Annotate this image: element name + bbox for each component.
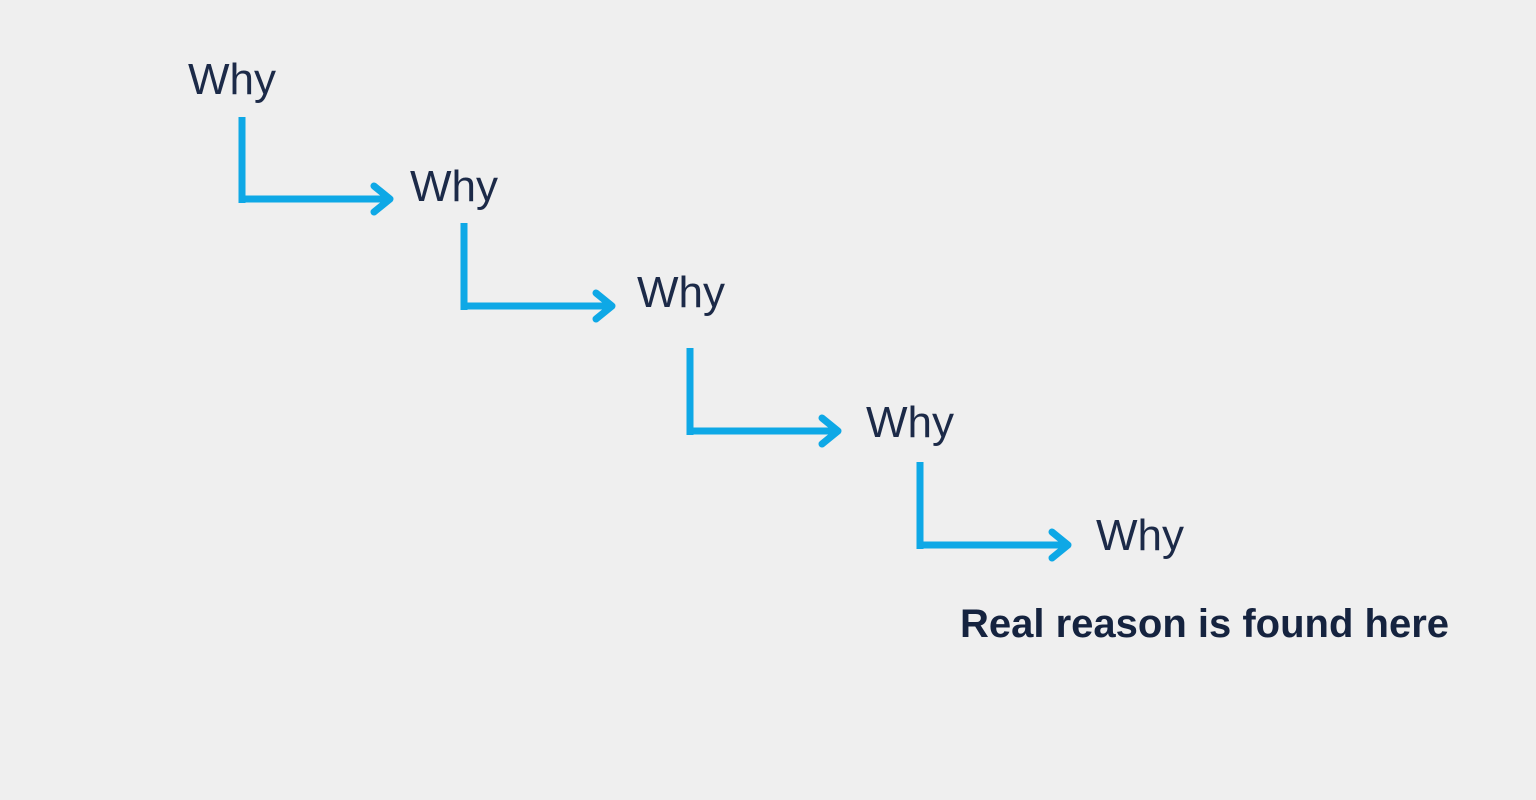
why-step-2: Why <box>410 162 498 211</box>
why-step-5: Why <box>1096 511 1184 560</box>
why-step-1: Why <box>188 55 276 104</box>
why-step-4: Why <box>866 398 954 447</box>
connector-arrow-1 <box>238 117 394 216</box>
why-step-3: Why <box>637 268 725 317</box>
connector-arrow-4 <box>916 462 1072 562</box>
conclusion-text: Real reason is found here <box>960 602 1450 646</box>
connector-arrow-2 <box>460 223 616 323</box>
connector-arrow-3 <box>686 348 842 448</box>
